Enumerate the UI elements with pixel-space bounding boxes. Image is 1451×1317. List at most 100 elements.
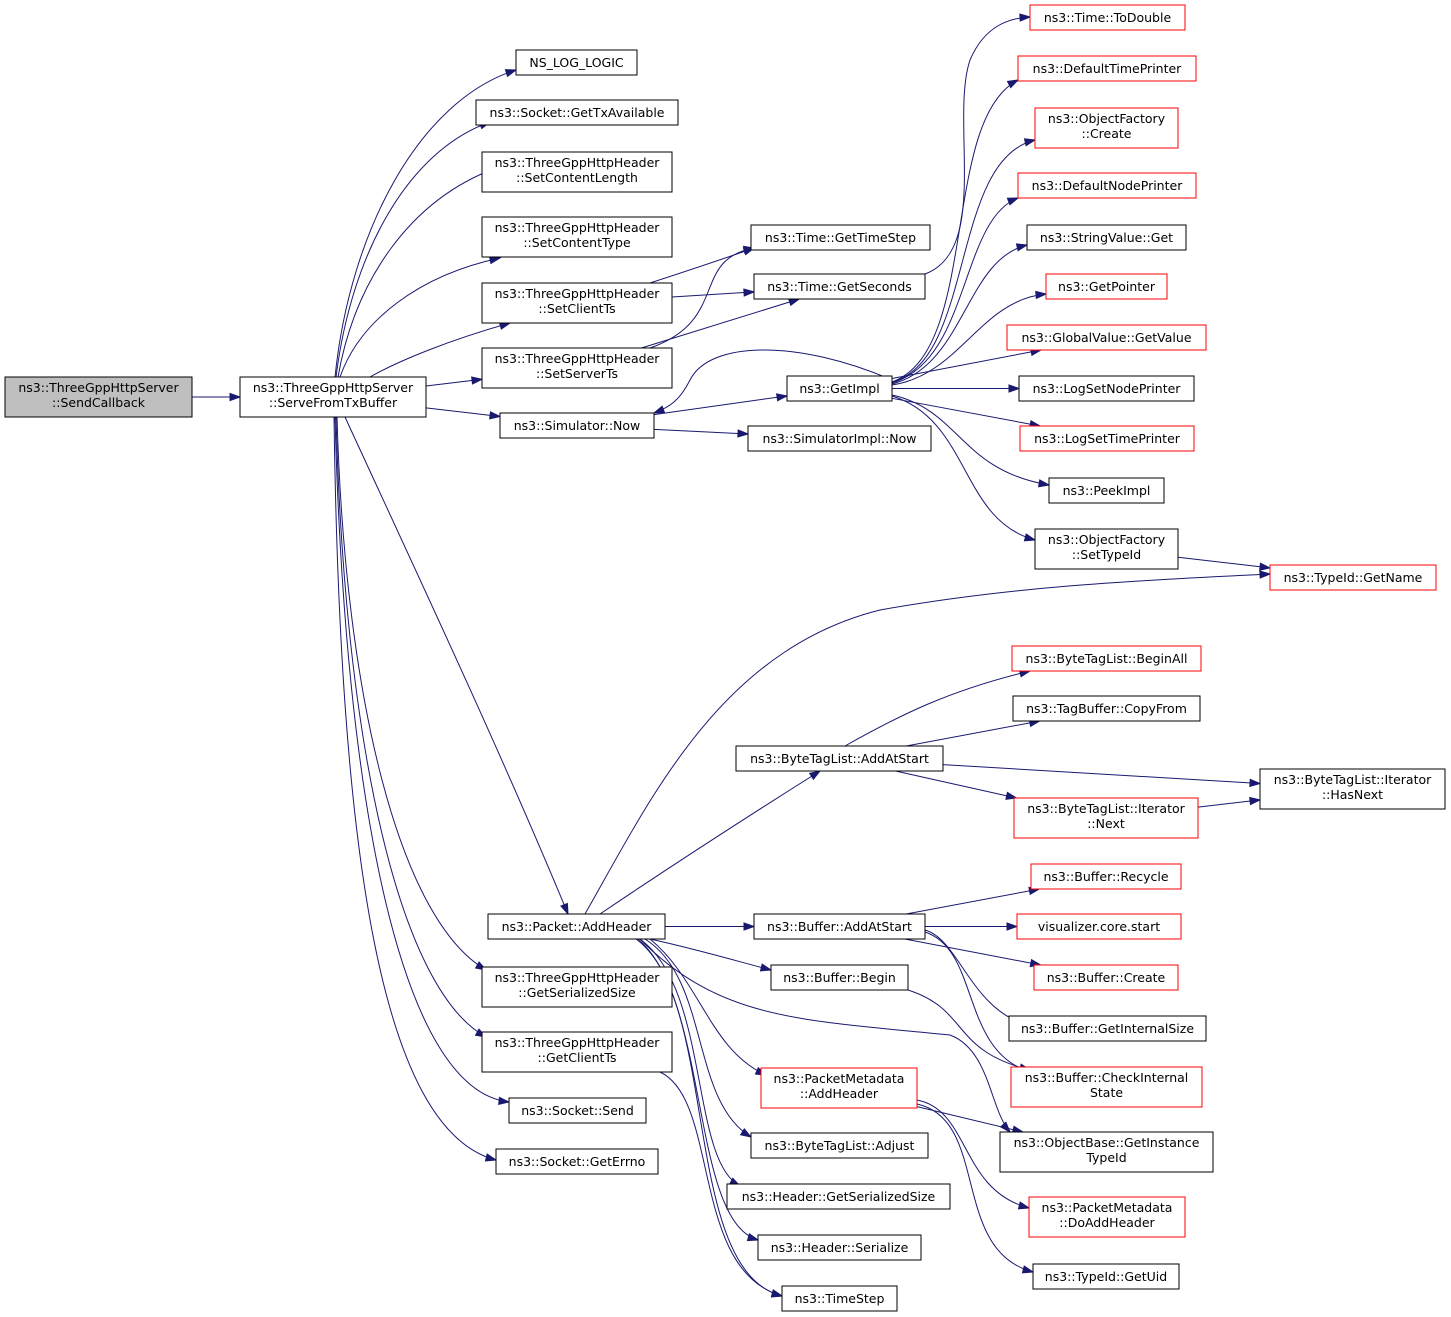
node-gettxavailable[interactable]: ns3::Socket::GetTxAvailable	[475, 99, 679, 126]
node-header-getserializedsize[interactable]: ns3::Header::GetSerializedSize	[726, 1183, 951, 1210]
node-label: ns3::ThreeGppHttpHeader	[495, 970, 661, 985]
node-label: ns3::Packet::AddHeader	[502, 919, 653, 934]
node-globalvalue-getvalue[interactable]: ns3::GlobalValue::GetValue	[1006, 324, 1207, 351]
node-label: ns3::Header::GetSerializedSize	[742, 1189, 936, 1204]
node-label: visualizer.core.start	[1038, 919, 1160, 934]
node-time-getseconds[interactable]: ns3::Time::GetSeconds	[753, 273, 926, 300]
node-label: ns3::PacketMetadata	[774, 1071, 905, 1086]
node-setclientts[interactable]: ns3::ThreeGppHttpHeader::SetClientTs	[481, 282, 673, 324]
node-label: ns3::Time::GetSeconds	[767, 279, 912, 294]
node-time-todouble[interactable]: ns3::Time::ToDouble	[1029, 4, 1186, 31]
node-defaultnodeprinter[interactable]: ns3::DefaultNodePrinter	[1017, 172, 1197, 199]
edge-buffer_addatstart-to-buffer_getinternalsize	[924, 929, 1032, 1028]
node-logsettimeprinter[interactable]: ns3::LogSetTimePrinter	[1019, 425, 1195, 452]
node-socket-geterrno[interactable]: ns3::Socket::GetErrno	[495, 1148, 659, 1175]
node-box	[757, 1234, 922, 1261]
node-peekimpl[interactable]: ns3::PeekImpl	[1048, 477, 1165, 504]
node-buffer-create[interactable]: ns3::Buffer::Create	[1033, 964, 1179, 991]
edge-servefromtxbuffer-to-setcontenttype	[339, 256, 502, 378]
node-label: ns3::ByteTagList::Iterator	[1027, 801, 1185, 816]
edge-packetmetadata_addheader-to-typeid_getuid	[916, 1103, 1035, 1274]
node-typeid-getuid[interactable]: ns3::TypeId::GetUid	[1032, 1263, 1180, 1290]
node-box	[1045, 273, 1168, 300]
node-label: ns3::ThreeGppHttpHeader	[495, 351, 661, 366]
node-tagbuffer-copyfrom[interactable]: ns3::TagBuffer::CopyFrom	[1012, 695, 1201, 722]
node-bytetaglist-adjust[interactable]: ns3::ByteTagList::Adjust	[750, 1132, 929, 1159]
edge-buffer_addatstart-to-buffer_recycle	[906, 886, 1041, 915]
node-visualizer-core-start[interactable]: visualizer.core.start	[1016, 913, 1182, 940]
node-box	[481, 347, 673, 389]
node-label: ns3::Buffer::GetInternalSize	[1021, 1021, 1194, 1036]
node-box	[1269, 564, 1437, 591]
node-bytetaglist-beginall[interactable]: ns3::ByteTagList::BeginAll	[1011, 645, 1202, 672]
node-ns-log-logic[interactable]: NS_LOG_LOGIC	[515, 49, 638, 76]
node-simulatorimpl-now[interactable]: ns3::SimulatorImpl::Now	[747, 425, 932, 452]
node-typeid-getname[interactable]: ns3::TypeId::GetName	[1269, 564, 1437, 591]
node-logsetnodeprinter[interactable]: ns3::LogSetNodePrinter	[1018, 375, 1195, 402]
node-box	[1259, 768, 1446, 810]
node-servefromtxbuffer[interactable]: ns3::ThreeGppHttpServer::ServeFromTxBuff…	[239, 376, 427, 418]
node-label: ns3::ObjectFactory	[1048, 111, 1166, 126]
node-buffer-addatstart[interactable]: ns3::Buffer::AddAtStart	[753, 913, 926, 940]
edge-getimpl-to-defaultnodeprinter	[891, 197, 1020, 384]
node-label: ns3::Time::ToDouble	[1044, 10, 1172, 25]
node-label: ::DoAddHeader	[1059, 1215, 1155, 1230]
node-label: ns3::Socket::GetErrno	[509, 1154, 646, 1169]
node-getpointer[interactable]: ns3::GetPointer	[1045, 273, 1168, 300]
edge-servefromtxbuffer-to-socket_geterrno	[333, 416, 498, 1162]
node-setcontentlength[interactable]: ns3::ThreeGppHttpHeader::SetContentLengt…	[481, 151, 673, 193]
node-packetmetadata-addheader[interactable]: ns3::PacketMetadata::AddHeader	[760, 1067, 918, 1109]
node-box	[1030, 863, 1182, 890]
node-iterator-hasnext[interactable]: ns3::ByteTagList::Iterator::HasNext	[1259, 768, 1446, 810]
edge-buffer_addatstart-to-visualizer_core_start	[925, 922, 1019, 931]
edge-packet_addheader-to-bytetaglist_adjust	[644, 938, 753, 1138]
node-timestep[interactable]: ns3::TimeStep	[781, 1285, 898, 1312]
node-label: ns3::LogSetNodePrinter	[1033, 381, 1182, 396]
node-simulator-now[interactable]: ns3::Simulator::Now	[499, 412, 655, 439]
node-getimpl[interactable]: ns3::GetImpl	[786, 375, 893, 402]
node-getclientts[interactable]: ns3::ThreeGppHttpHeader::GetClientTs	[481, 1031, 673, 1073]
edge-servefromtxbuffer-to-getserializedsize_hdr	[336, 416, 488, 971]
node-box	[239, 376, 427, 418]
node-label: ::SendCallback	[52, 395, 146, 410]
node-stringvalue-get[interactable]: ns3::StringValue::Get	[1026, 224, 1187, 251]
edge-servefromtxbuffer-to-setserverts	[425, 376, 484, 387]
node-box	[487, 913, 666, 940]
node-buffer-recycle[interactable]: ns3::Buffer::Recycle	[1030, 863, 1182, 890]
node-box	[499, 412, 655, 439]
node-defaulttimeprinter[interactable]: ns3::DefaultTimePrinter	[1017, 55, 1197, 82]
node-box	[1017, 172, 1197, 199]
node-setcontenttype[interactable]: ns3::ThreeGppHttpHeader::SetContentType	[481, 216, 673, 258]
edge-servefromtxbuffer-to-socket_send	[334, 416, 511, 1106]
node-buffer-getinternalsize[interactable]: ns3::Buffer::GetInternalSize	[1008, 1015, 1207, 1042]
node-objectfactory-settypeid[interactable]: ns3::ObjectFactory::SetTypeId	[1034, 528, 1179, 570]
node-label: ns3::ThreeGppHttpHeader	[495, 155, 661, 170]
node-box	[1013, 797, 1199, 839]
node-objectfactory-create[interactable]: ns3::ObjectFactory::Create	[1034, 107, 1179, 149]
edge-bytetaglist_addatstart-to-bytetaglist_beginall	[844, 669, 1032, 747]
edge-getclientts-to-timestep	[659, 1071, 784, 1298]
node-box	[747, 425, 932, 452]
node-box	[4, 376, 193, 418]
node-bytetaglist-addatstart[interactable]: ns3::ByteTagList::AddAtStart	[735, 745, 944, 772]
node-label: ::SetTypeId	[1072, 547, 1141, 562]
node-sendcallback[interactable]: ns3::ThreeGppHttpServer::SendCallback	[4, 376, 193, 418]
node-box	[1026, 224, 1187, 251]
node-iterator-next[interactable]: ns3::ByteTagList::Iterator::Next	[1013, 797, 1199, 839]
node-label: ns3::ObjectBase::GetInstance	[1014, 1135, 1200, 1150]
node-setserverts[interactable]: ns3::ThreeGppHttpHeader::SetServerTs	[481, 347, 673, 389]
node-packet-addheader[interactable]: ns3::Packet::AddHeader	[487, 913, 666, 940]
edge-packet_addheader-to-objectbase_getinstancetypeid	[639, 938, 1012, 1134]
node-box	[1033, 964, 1179, 991]
node-buffer-begin[interactable]: ns3::Buffer::Begin	[770, 964, 909, 991]
node-socket-send[interactable]: ns3::Socket::Send	[508, 1097, 647, 1124]
node-header-serialize[interactable]: ns3::Header::Serialize	[757, 1234, 922, 1261]
node-time-gettimestep[interactable]: ns3::Time::GetTimeStep	[750, 224, 931, 251]
node-label: ns3::LogSetTimePrinter	[1034, 431, 1181, 446]
node-getserializedsize-hdr[interactable]: ns3::ThreeGppHttpHeader::GetSerializedSi…	[481, 966, 673, 1008]
node-packetmetadata-doaddheader[interactable]: ns3::PacketMetadata::DoAddHeader	[1028, 1196, 1186, 1238]
node-box	[735, 745, 944, 772]
node-label: ns3::GlobalValue::GetValue	[1021, 330, 1191, 345]
